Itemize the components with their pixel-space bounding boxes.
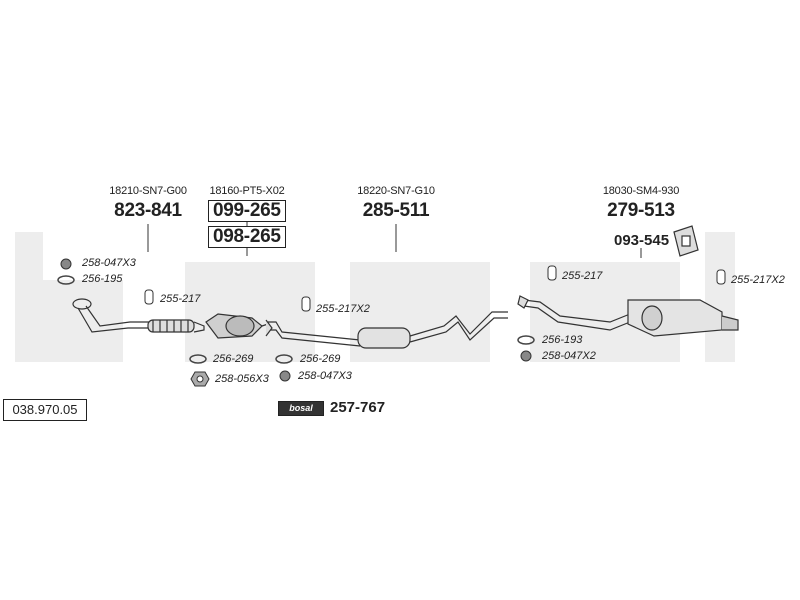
rear-bracket-drawing — [673, 225, 699, 257]
part-number[interactable]: 279-513 — [607, 200, 675, 221]
watermark-o — [185, 262, 315, 362]
accessory-label[interactable]: 256-195 — [82, 273, 123, 285]
accessory-label[interactable]: 256-193 — [542, 334, 583, 346]
front-pipe-drawing — [72, 298, 205, 333]
rear-muffler-drawing — [517, 295, 739, 337]
gasket-icons — [57, 275, 535, 364]
sub-part-number[interactable]: 093-545 — [614, 232, 670, 249]
accessory-label[interactable]: 255-217 — [562, 270, 603, 282]
oem-number: 18160-PT5-X02 — [209, 185, 285, 197]
accessory-label[interactable]: 256-269 — [300, 353, 341, 365]
kit-number[interactable]: 257-767 — [330, 399, 386, 416]
accessory-label[interactable]: 255-217X2 — [731, 274, 785, 286]
watermark-b-stem — [15, 232, 43, 362]
part-number-boxed[interactable]: 099-265 — [208, 200, 286, 222]
accessory-label[interactable]: 256-269 — [213, 353, 254, 365]
watermark-l — [705, 232, 735, 362]
hanger-icons — [144, 265, 726, 312]
nut-icons — [60, 258, 532, 382]
bolt-icon — [190, 371, 210, 387]
catalog-reference: 038.970.05 — [3, 399, 87, 421]
oem-number: 18210-SN7-G00 — [109, 185, 187, 197]
part-number[interactable]: 823-841 — [114, 200, 182, 221]
catalytic-converter-drawing — [205, 313, 269, 339]
accessory-label[interactable]: 258-047X3 — [298, 370, 352, 382]
accessory-label[interactable]: 255-217X2 — [316, 303, 370, 315]
part-number-boxed[interactable]: 098-265 — [208, 226, 286, 248]
oem-number: 18030-SM4-930 — [602, 185, 680, 197]
oem-number: 18220-SN7-G10 — [357, 185, 435, 197]
accessory-label[interactable]: 258-047X2 — [542, 350, 596, 362]
middle-silencer-drawing — [357, 311, 508, 349]
accessory-label[interactable]: 258-047X3 — [82, 257, 136, 269]
part-number[interactable]: 285-511 — [362, 200, 430, 221]
center-pipe-drawing — [265, 319, 361, 347]
bosal-logo: bosal — [278, 401, 324, 416]
accessory-label[interactable]: 255-217 — [160, 293, 201, 305]
watermark-b-bowl — [43, 280, 123, 362]
accessory-label[interactable]: 258-056X3 — [215, 373, 269, 385]
